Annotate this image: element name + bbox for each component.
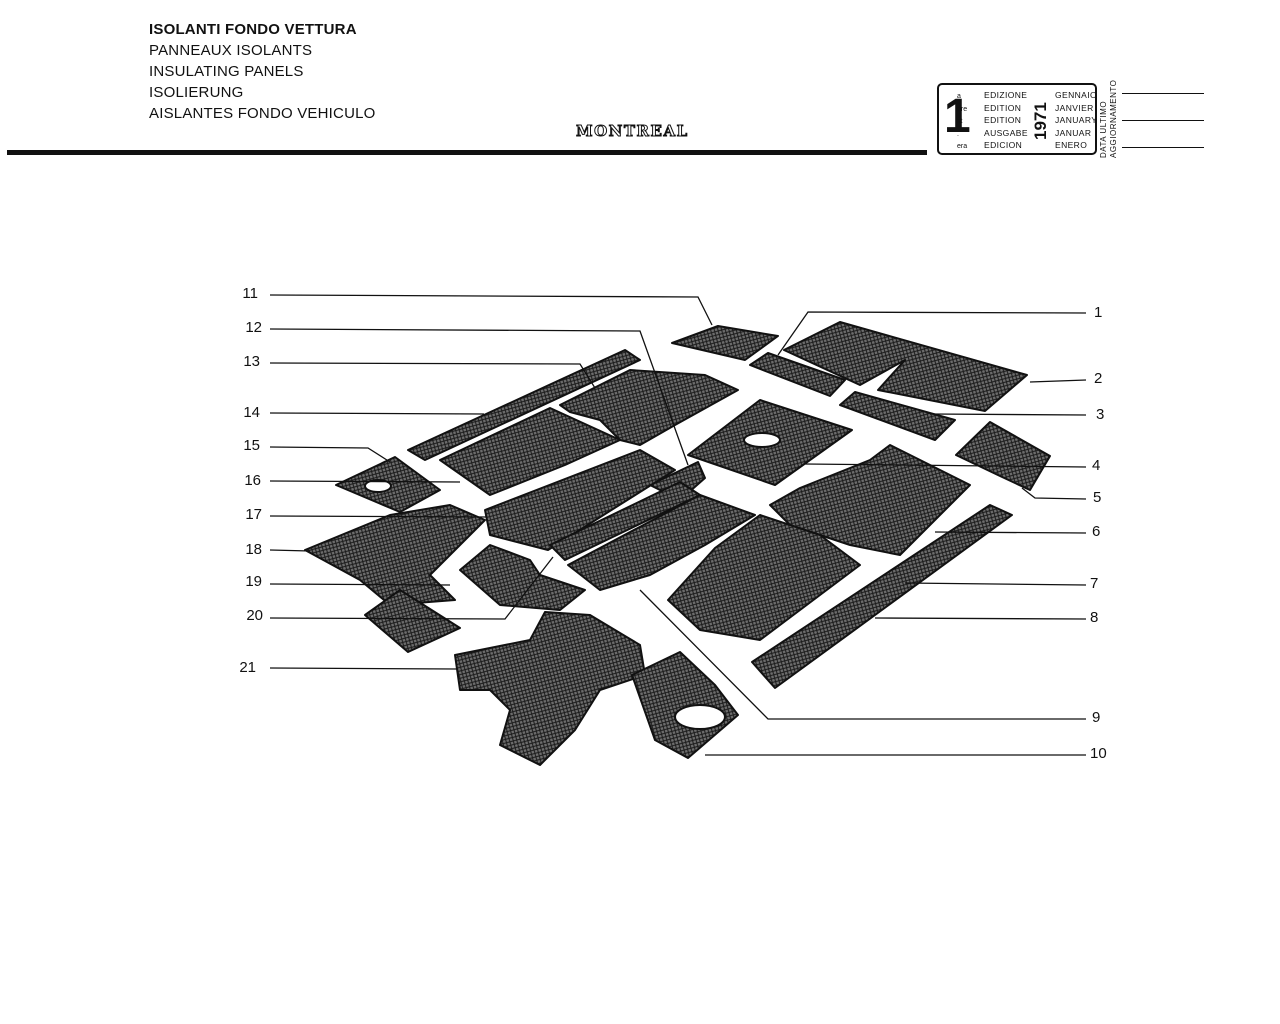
update-lines (1122, 93, 1204, 174)
leader-11 (269, 294, 713, 326)
leader-1 (777, 311, 1087, 356)
montreal-logo: MONTREAL (576, 122, 689, 141)
callout-9: 9 (1092, 709, 1101, 726)
panel-15-hole (364, 479, 392, 493)
title-french: PANNEAUX ISOLANTS (149, 42, 313, 59)
edition-months: GENNAIO JANVIER JANUARY JANUAR ENERO (1055, 89, 1097, 152)
panel-2 (783, 321, 1028, 412)
callout-4: 4 (1092, 457, 1101, 474)
edition-month: JANUAR (1055, 127, 1092, 138)
panel-17 (484, 449, 676, 551)
leader-20 (269, 556, 554, 620)
panel-8 (751, 504, 1013, 689)
leader-21 (269, 667, 458, 670)
callout-10: 10 (1090, 745, 1107, 762)
edition-suffix: . (957, 130, 959, 138)
callout-5: 5 (1093, 489, 1102, 506)
leader-17 (269, 515, 488, 518)
panel-7 (667, 514, 861, 641)
title-spanish: AISLANTES FONDO VEHICULO (149, 105, 376, 122)
callout-6: 6 (1092, 523, 1101, 540)
edition-label: EDITION (984, 102, 1022, 113)
callout-11: 11 (242, 285, 258, 302)
callout-13: 13 (243, 353, 260, 370)
leader-6 (934, 531, 1087, 534)
leader-5 (1021, 487, 1087, 500)
leader-2 (1029, 379, 1087, 383)
panel-13 (559, 369, 739, 446)
header-rule (7, 150, 927, 155)
leader-16 (269, 480, 461, 483)
leader-18 (269, 549, 311, 552)
edition-box: 1 a ere st . era EDIZIONE EDITION EDITIO… (937, 83, 1097, 155)
title-italian: ISOLANTI FONDO VETTURA (149, 21, 357, 38)
callout-18: 18 (245, 541, 262, 558)
edition-month: ENERO (1055, 140, 1088, 150)
callout-15: 15 (243, 437, 260, 454)
leader-3 (929, 413, 1087, 416)
callout-16: 16 (244, 472, 261, 489)
edition-suffixes: a ere st . era (957, 91, 967, 154)
callout-14: 14 (243, 404, 260, 421)
update-line (1122, 93, 1204, 94)
update-line (1122, 120, 1204, 121)
title-block: ISOLANTI FONDO VETTURA PANNEAUX ISOLANTS… (149, 19, 376, 124)
panel-1 (749, 352, 846, 397)
callout-2: 2 (1094, 370, 1103, 387)
panel-16 (439, 407, 621, 496)
update-line (1122, 147, 1204, 148)
panel-3 (839, 391, 956, 441)
leader-14 (269, 412, 485, 415)
panel-5 (955, 421, 1051, 491)
leader-19 (269, 583, 451, 586)
leader-9 (639, 589, 1086, 720)
leader-7 (904, 582, 1087, 586)
edition-month: GENNAIO (1055, 90, 1098, 100)
leader-8 (874, 617, 1087, 620)
callout-7: 7 (1090, 575, 1099, 592)
edition-suffix: a (957, 93, 961, 100)
callout-3: 3 (1096, 406, 1105, 423)
callout-12: 12 (245, 319, 262, 336)
panel-4-hole (743, 432, 781, 448)
edition-suffix: ere (957, 105, 968, 113)
edition-suffix: st (957, 118, 963, 125)
panel-9 (567, 494, 756, 591)
edition-month: JANUARY (1055, 115, 1098, 125)
callout-17: 17 (245, 506, 262, 523)
edition-month: JANVIER (1055, 102, 1094, 113)
callout-8: 8 (1090, 609, 1099, 626)
panel-18-lower (364, 589, 461, 653)
edition-suffix: era (957, 143, 968, 150)
callout-21: 21 (239, 659, 256, 676)
panel-14 (407, 349, 641, 461)
edition-label: EDIZIONE (984, 90, 1028, 100)
edition-label: AUSGABE (984, 127, 1028, 138)
edition-number: 1 (944, 90, 971, 143)
panel-11 (671, 325, 779, 361)
edition-label: EDITION (984, 115, 1022, 125)
edition-label: EDICION (984, 140, 1023, 150)
panel-19 (459, 544, 586, 611)
leader-12 (269, 328, 689, 466)
callout-19: 19 (245, 573, 262, 590)
leader-4 (804, 463, 1087, 468)
panel-18 (304, 504, 486, 606)
panel-10 (631, 651, 739, 759)
panel-10-hole (674, 704, 726, 730)
panel-21 (454, 611, 646, 766)
leader-13 (269, 362, 596, 389)
title-german: ISOLIERUNG (149, 84, 244, 101)
edition-labels: EDIZIONE EDITION EDITION AUSGABE EDICION (984, 89, 1028, 152)
leader-15 (269, 446, 391, 463)
callout-20: 20 (246, 607, 263, 624)
title-english: INSULATING PANELS (149, 63, 304, 80)
callout-1: 1 (1094, 304, 1103, 321)
